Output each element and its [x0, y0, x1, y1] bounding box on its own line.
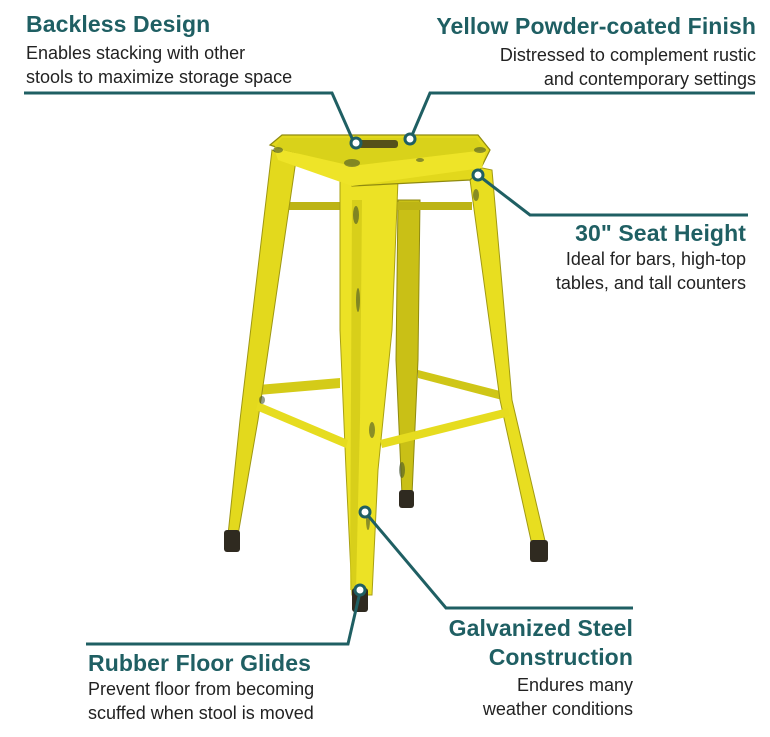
steel-desc-line2: weather conditions — [482, 699, 633, 719]
glides-desc-line2: scuffed when stool is moved — [88, 703, 314, 723]
finish-desc-line2: and contemporary settings — [543, 69, 756, 89]
glides-dot — [353, 583, 367, 597]
steel-desc-line1: Endures many — [516, 675, 633, 695]
finish-dot — [403, 132, 417, 146]
steel-title-line2: Construction — [488, 644, 633, 670]
backless-title: Backless Design — [26, 11, 211, 37]
backless-dot — [349, 136, 363, 150]
backless-leader — [24, 91, 357, 146]
seat-height-title: 30" Seat Height — [575, 220, 746, 246]
glides-leader — [86, 591, 362, 646]
glides-title: Rubber Floor Glides — [88, 650, 311, 676]
finish-leader — [408, 91, 755, 141]
backless-desc-line2: stools to maximize storage space — [26, 67, 293, 87]
callout-dots — [349, 132, 485, 597]
finish-title: Yellow Powder-coated Finish — [436, 13, 756, 39]
seat-height-leader — [477, 173, 748, 217]
back-leg-glide — [399, 490, 414, 508]
steel-dot — [358, 505, 372, 519]
glides-desc-line1: Prevent floor from becoming — [88, 679, 315, 699]
left-leg-glide — [224, 530, 240, 552]
seat-height-desc-line1: Ideal for bars, high-top — [565, 249, 746, 269]
steel-leader — [363, 511, 633, 610]
callout-lines — [24, 91, 755, 646]
right-leg-glide — [530, 540, 548, 562]
seat-height-dot — [471, 168, 485, 182]
steel-title-line1: Galvanized Steel — [448, 615, 633, 641]
backless-desc-line1: Enables stacking with other — [26, 43, 246, 63]
seat-handle-slot — [358, 140, 398, 148]
finish-desc-line1: Distressed to complement rustic — [499, 45, 756, 65]
seat-height-desc-line2: tables, and tall counters — [555, 273, 746, 293]
bar-stool-image — [224, 134, 548, 612]
